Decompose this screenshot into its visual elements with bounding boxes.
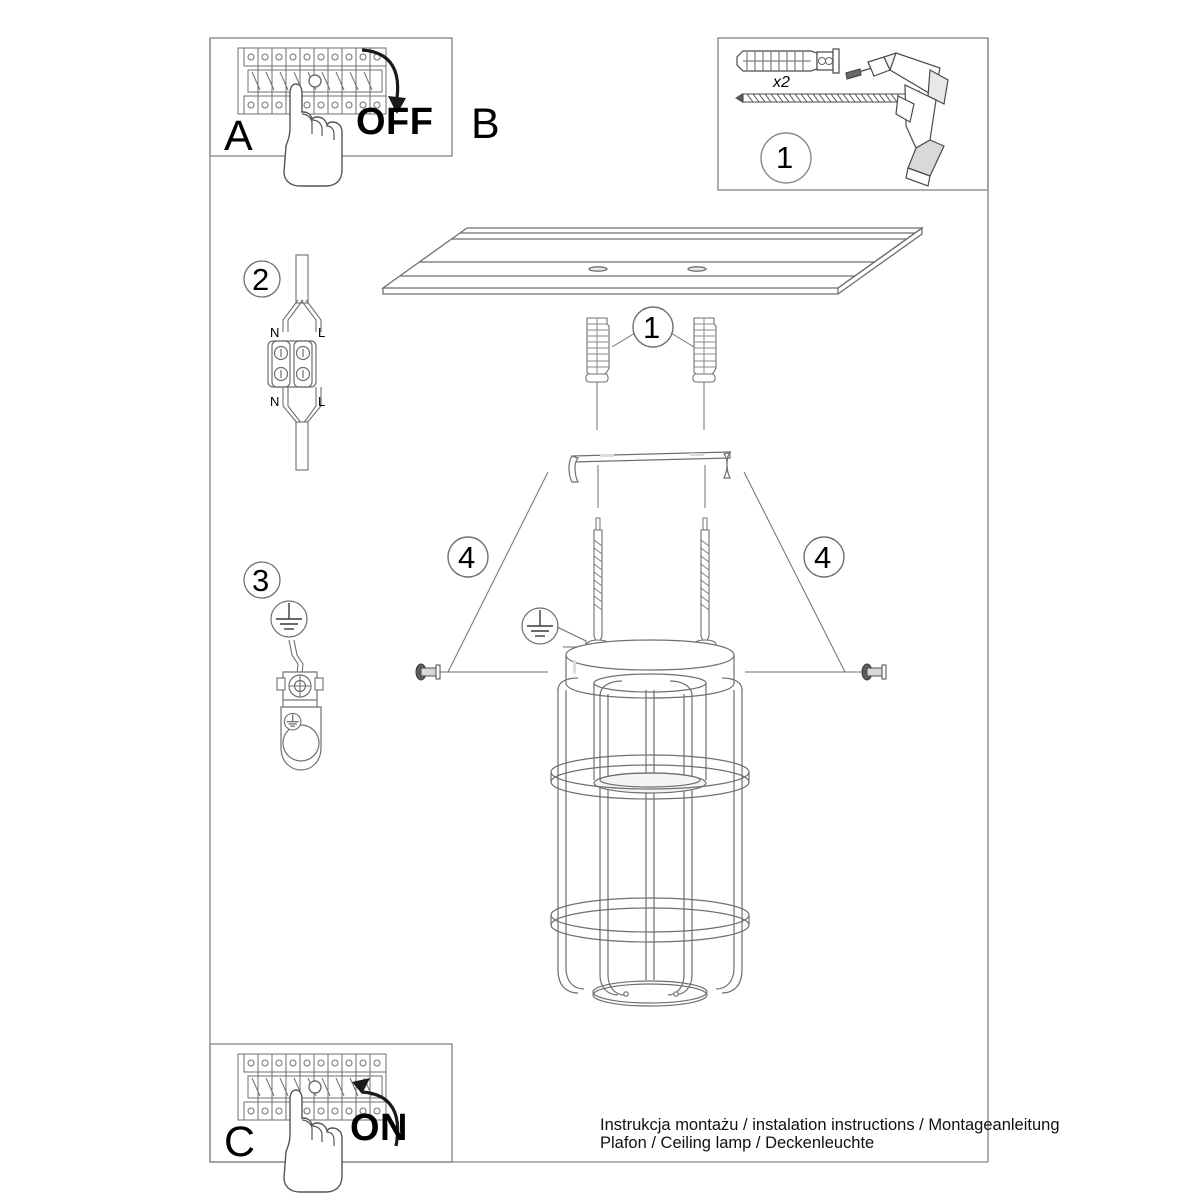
step2-illustration xyxy=(243,254,322,471)
panel-a-illustration xyxy=(237,47,406,187)
mounting-bracket xyxy=(568,450,732,483)
step3-illustration xyxy=(243,561,324,771)
step2-terminal-top-right: L xyxy=(318,325,326,340)
footer-line-2: Plafon / Ceiling lamp / Deckenleuchte xyxy=(600,1134,875,1152)
step2-terminal-top-left: N xyxy=(270,325,280,340)
panel-a-letter: A xyxy=(224,112,253,160)
panel-c-letter: C xyxy=(224,1118,256,1166)
assembly-screws xyxy=(586,465,717,649)
right-side-bolt xyxy=(861,663,887,681)
step2-terminal-bottom-right: L xyxy=(318,394,326,409)
cage-lamp xyxy=(550,673,750,1007)
panel-c-illustration xyxy=(237,1053,400,1193)
lamp-canopy xyxy=(565,639,735,699)
step2-number: 2 xyxy=(252,262,270,297)
panel-c-action-label: ON xyxy=(350,1107,408,1149)
panel-a-action-label: OFF xyxy=(356,101,434,143)
parts-quantity-label: x2 xyxy=(773,74,790,91)
panel-b-letter: B xyxy=(471,100,500,148)
assembly-wall-plugs xyxy=(585,306,717,430)
left-side-bolt xyxy=(415,663,441,681)
assembly-callout-plug: 1 xyxy=(643,310,661,345)
ceiling-slab xyxy=(380,226,925,295)
parts-panel-frame xyxy=(717,37,989,191)
callout-leaders xyxy=(420,471,866,673)
parts-step-number: 1 xyxy=(776,140,794,175)
assembly-earth-callout xyxy=(521,607,590,650)
step2-terminal-bottom-left: N xyxy=(270,394,280,409)
footer-line-1: Instrukcja montażu / instalation instruc… xyxy=(600,1116,1060,1134)
assembly-callout-screw-left: 4 xyxy=(458,540,476,575)
step3-number: 3 xyxy=(252,563,270,598)
assembly-callout-screw-right: 4 xyxy=(814,540,832,575)
parts-panel-illustration xyxy=(734,48,949,187)
